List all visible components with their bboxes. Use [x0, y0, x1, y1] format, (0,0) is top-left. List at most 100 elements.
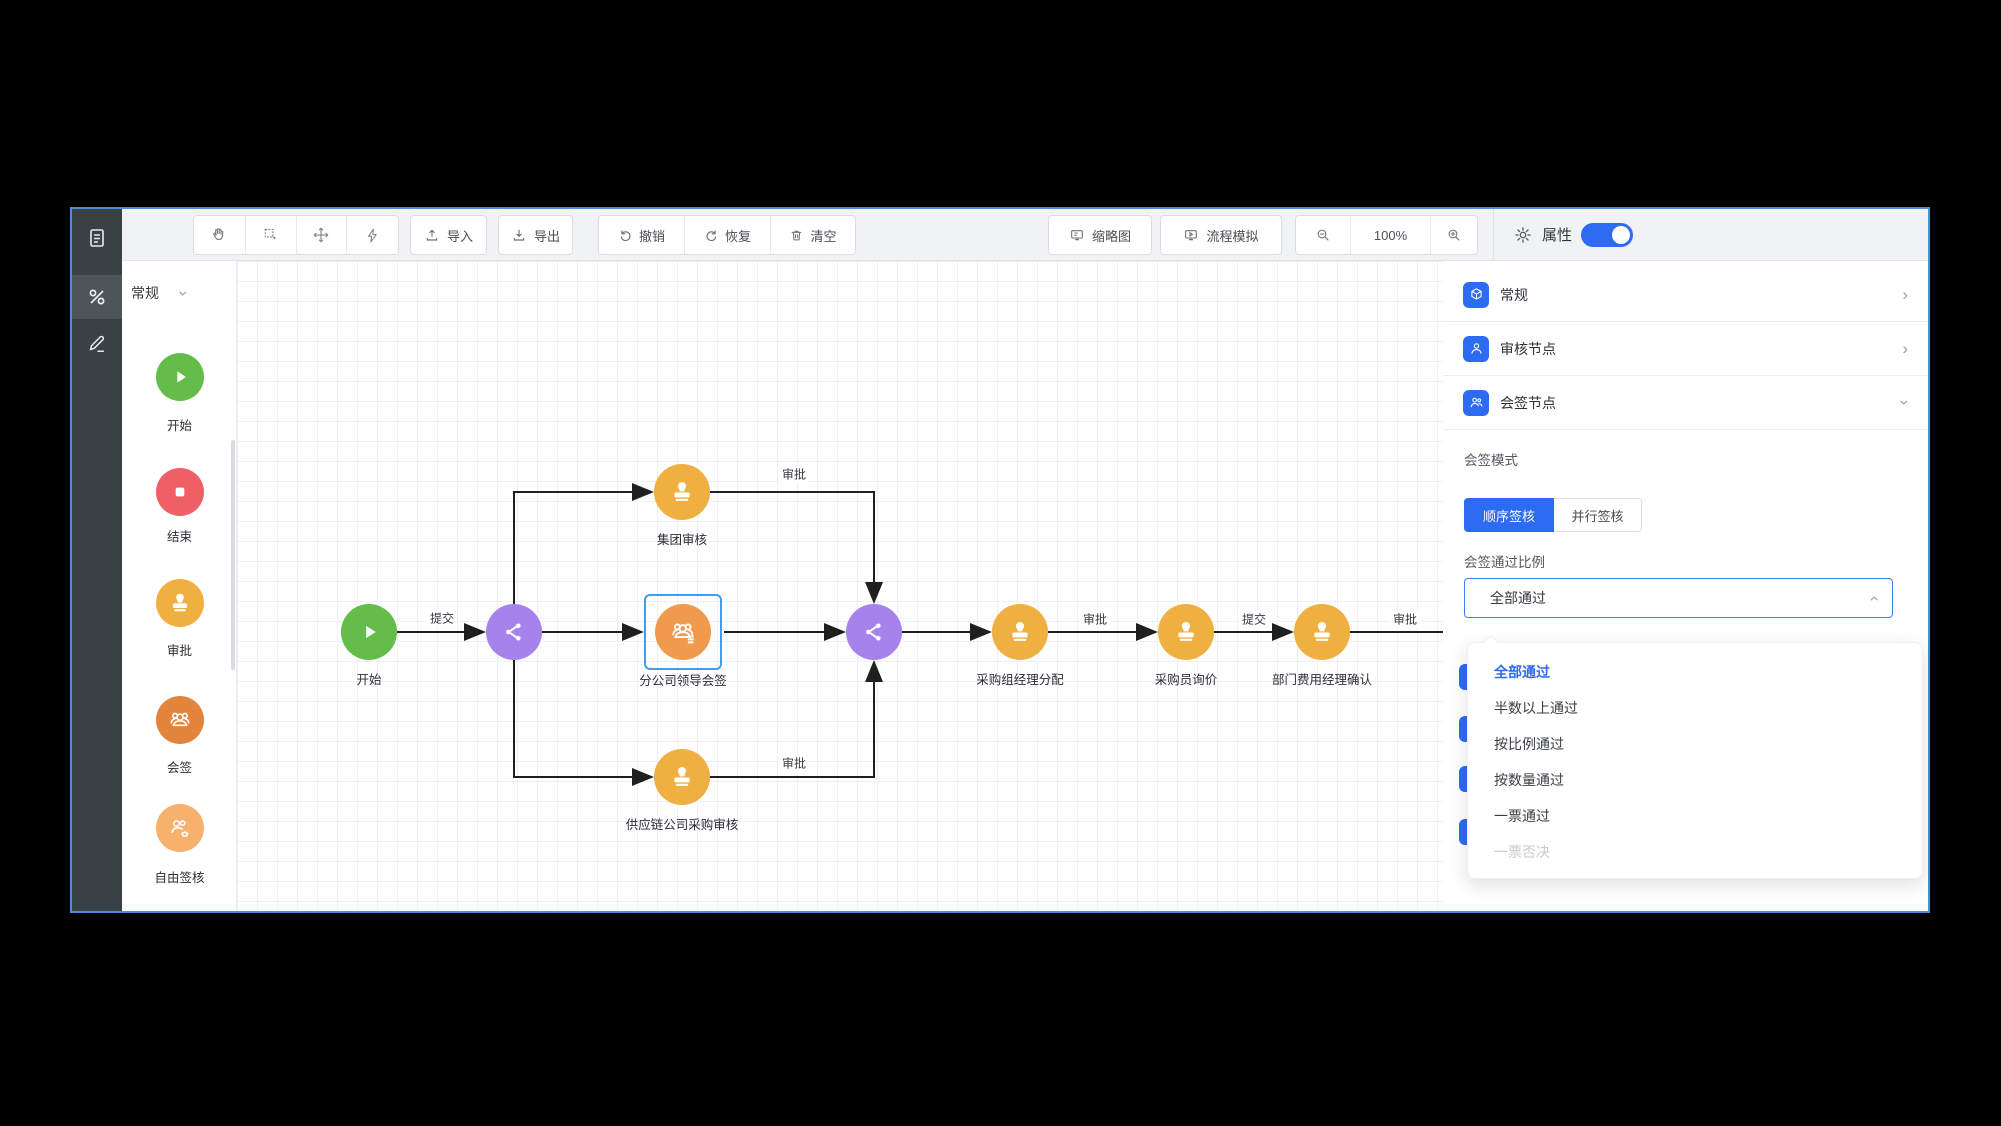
pass-ratio-select[interactable]: 全部通过 › — [1464, 578, 1893, 618]
edge-label: 提交 — [426, 609, 458, 627]
play-icon — [366, 625, 376, 639]
palette-item-label: 会签 — [166, 761, 192, 775]
sign-mode-sequential[interactable]: 顺序签核 — [1464, 498, 1554, 532]
header-divider — [1493, 209, 1494, 260]
node-supply-chain-review[interactable] — [654, 749, 710, 805]
start-node-icon — [155, 353, 204, 401]
stamp-icon — [674, 482, 690, 501]
chevron-up-icon: › — [1863, 595, 1883, 601]
palette-item-end[interactable] — [122, 468, 237, 516]
undo-button[interactable]: 撤销 — [599, 216, 685, 254]
section-countersign-node[interactable]: 会签节点 › — [1443, 376, 1928, 430]
flow-designer-app: 导入 导出 撤销 恢复 — [70, 207, 1930, 913]
node-buyer-inquiry[interactable] — [1158, 604, 1214, 660]
zoom-in-button[interactable] — [1431, 216, 1477, 254]
node-gateway-split[interactable] — [486, 604, 542, 660]
select-area-icon[interactable] — [245, 216, 297, 254]
node-label: 供应链公司采购审核 — [625, 818, 739, 832]
redo-label: 恢复 — [724, 228, 751, 244]
option-all-pass[interactable]: 全部通过 — [1494, 664, 1550, 680]
nodes-palette-icon[interactable] — [72, 275, 122, 319]
flow-canvas[interactable]: 开始 集团审核 分公司领导会签 供应链公司采购审核 采购组经理分配 采购员询价 … — [237, 261, 1443, 911]
gear-icon — [1515, 226, 1531, 243]
pass-ratio-dropdown: 全部通过 半数以上通过 按比例通过 按数量通过 一票通过 一票否决 — [1467, 634, 1923, 879]
import-button[interactable]: 导入 — [410, 215, 487, 255]
palette-item-label: 自由签核 — [154, 871, 205, 885]
palette-item-free-sign[interactable] — [122, 804, 237, 852]
upload-icon — [426, 229, 438, 241]
edge-label: 审批 — [1389, 610, 1421, 628]
node-group-review[interactable] — [654, 464, 710, 520]
sign-mode-segment: 顺序签核 并行签核 — [1464, 498, 1642, 532]
palette-item-label: 结束 — [166, 530, 192, 544]
section-label: 常规 — [1500, 286, 1528, 303]
pencil-icon[interactable] — [72, 321, 122, 365]
section-review-node[interactable]: 审核节点 › — [1443, 322, 1928, 376]
share-icon — [506, 623, 521, 641]
simulate-button[interactable]: 流程模拟 — [1160, 215, 1282, 255]
chevron-right-icon: › — [1902, 339, 1908, 358]
pan-hand-icon[interactable] — [194, 216, 246, 254]
trash-icon — [792, 230, 802, 240]
section-label: 会签节点 — [1500, 394, 1556, 411]
zoom-out-button[interactable] — [1296, 216, 1351, 254]
export-button[interactable]: 导出 — [498, 215, 573, 255]
redo-icon — [706, 229, 717, 241]
simulate-label: 流程模拟 — [1206, 228, 1259, 244]
edge-label: 审批 — [778, 754, 810, 772]
node-label: 集团审核 — [656, 533, 708, 547]
minimap-label: 缩略图 — [1091, 228, 1131, 244]
stamp-icon — [1314, 622, 1330, 641]
palette-item-label: 审批 — [166, 644, 192, 658]
node-gateway-join[interactable] — [846, 604, 902, 660]
properties-title: 属性 — [1542, 227, 1573, 244]
import-label: 导入 — [446, 228, 473, 244]
toggle-knob — [1612, 225, 1631, 244]
palette-item-start[interactable] — [122, 353, 237, 401]
palette-item-countersign[interactable] — [122, 696, 237, 744]
palette-item-label: 开始 — [166, 419, 192, 433]
properties-toggle[interactable] — [1581, 222, 1634, 247]
palette-group-header[interactable]: 常规 › — [131, 283, 193, 303]
free-sign-icon — [155, 804, 204, 852]
option-one-vote-pass[interactable]: 一票通过 — [1494, 808, 1550, 824]
section-general[interactable]: 常规 › — [1443, 268, 1928, 322]
pass-ratio-value: 全部通过 — [1490, 590, 1546, 606]
node-label: 分公司领导会签 — [639, 674, 727, 688]
undo-label: 撤销 — [638, 228, 665, 244]
zoom-out-icon — [1317, 229, 1329, 241]
option-ratio-pass[interactable]: 按比例通过 — [1494, 736, 1564, 752]
palette-scrollbar[interactable] — [231, 440, 235, 670]
move-icon[interactable] — [296, 216, 348, 254]
form-icon[interactable] — [72, 216, 122, 260]
node-branch-leader-countersign[interactable] — [655, 604, 711, 660]
zoom-in-icon — [1448, 229, 1460, 241]
node-dept-expense-confirm[interactable] — [1294, 604, 1350, 660]
section-label: 审核节点 — [1500, 340, 1556, 357]
properties-panel: 常规 › 审核节点 › 会签节点 — [1443, 261, 1928, 911]
minimap-button[interactable]: 缩略图 — [1048, 215, 1152, 255]
flow-edges — [397, 483, 1443, 786]
option-count-pass[interactable]: 按数量通过 — [1494, 772, 1564, 788]
dropdown-caret — [1483, 634, 1499, 650]
clear-button[interactable]: 清空 — [771, 216, 855, 254]
node-start[interactable] — [341, 604, 397, 660]
zoom-group: 100% — [1295, 215, 1478, 255]
node-palette: 常规 › 开始 结束 审批 — [122, 261, 237, 911]
lightning-icon[interactable] — [347, 216, 398, 254]
redo-button[interactable]: 恢复 — [685, 216, 771, 254]
sign-mode-label: 会签模式 — [1464, 453, 1518, 468]
undo-icon — [620, 229, 631, 241]
clear-label: 清空 — [810, 228, 837, 244]
node-label: 采购组经理分配 — [976, 673, 1064, 687]
palette-item-approve[interactable] — [122, 579, 237, 627]
option-majority-pass[interactable]: 半数以上通过 — [1494, 700, 1578, 716]
zoom-level: 100% — [1351, 216, 1431, 254]
group-people-icon — [672, 623, 694, 644]
stamp-icon — [674, 767, 690, 786]
pass-ratio-label: 会签通过比例 — [1464, 555, 1545, 570]
edge-label: 审批 — [1079, 610, 1111, 628]
sign-mode-parallel[interactable]: 并行签核 — [1554, 498, 1642, 532]
node-purchase-manager-assign[interactable] — [992, 604, 1048, 660]
minimap-icon — [1071, 230, 1083, 241]
